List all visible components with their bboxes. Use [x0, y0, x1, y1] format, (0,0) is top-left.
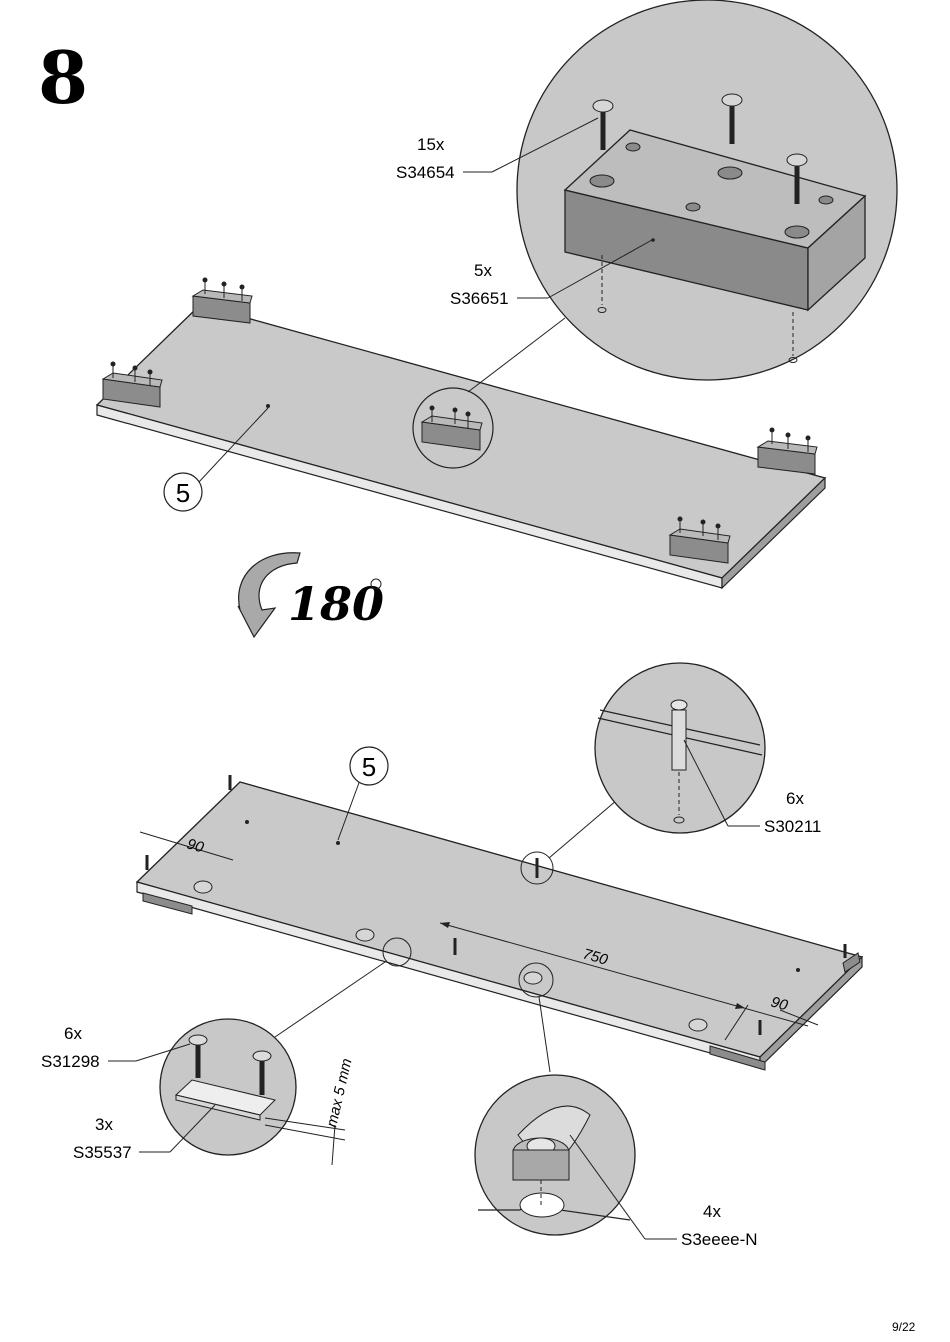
callout-dowel: 6x S30211	[683, 739, 821, 836]
detail-circle-plate: max 5 mm	[159, 1018, 356, 1166]
rotate-180-icon: 180	[237, 552, 384, 639]
callout-qty: 15x	[417, 135, 445, 154]
detail-circle-dowel	[594, 662, 766, 834]
step-number: 8	[38, 35, 88, 120]
foot-block	[756, 427, 818, 475]
detail-circle-camlock	[474, 1074, 636, 1236]
panel-ref-circle	[349, 746, 389, 786]
screw-icon	[721, 93, 743, 144]
rotation-value: 180	[288, 577, 384, 631]
callout-plate-screw: 6x S31298	[41, 1024, 191, 1071]
panel-5-side-edge	[721, 476, 826, 590]
top-panel-assembly: 5	[95, 277, 827, 590]
dimension-right: 90	[769, 994, 790, 1015]
callout-qty: 3x	[95, 1115, 113, 1134]
callout-qty: 6x	[64, 1024, 82, 1043]
panel-ref-number: 5	[176, 478, 190, 508]
dimension-max-depth: max 5 mm	[323, 1057, 355, 1129]
detail-ring-top	[412, 387, 494, 469]
callout-code: S30211	[764, 817, 821, 836]
callout-qty: 4x	[703, 1202, 721, 1221]
foot-block	[101, 361, 163, 408]
callout-code: S36651	[450, 289, 509, 308]
callout-code: S34654	[396, 163, 455, 182]
callout-qty: 6x	[786, 789, 804, 808]
foot-block	[668, 516, 731, 564]
page-number: 9/22	[892, 1320, 916, 1334]
foot-block	[191, 277, 253, 324]
foot-block	[420, 405, 483, 451]
callout-plate: 3x S35537	[73, 1104, 216, 1162]
degree-symbol	[370, 578, 382, 590]
callout-code: S31298	[41, 1052, 100, 1071]
detail-circle-feet	[516, 0, 898, 381]
screw-icon	[786, 153, 808, 204]
callout-code: S35537	[73, 1143, 132, 1162]
callout-screw-top: 15x S34654	[396, 117, 599, 182]
panel-ref-circle	[163, 472, 203, 512]
callout-camlock: 4x S3eeee-N	[569, 1134, 758, 1249]
panel-ref-number: 5	[362, 752, 376, 782]
callout-code: S3eeee-N	[681, 1230, 758, 1249]
dimension-span: 750	[581, 946, 610, 969]
dimension-left: 90	[185, 836, 206, 857]
callout-foot-block: 5x S36651	[450, 239, 653, 308]
callout-qty: 5x	[474, 261, 492, 280]
bottom-panel-assembly: 90 750 90 5	[135, 746, 864, 1073]
screw-icon	[592, 99, 614, 150]
